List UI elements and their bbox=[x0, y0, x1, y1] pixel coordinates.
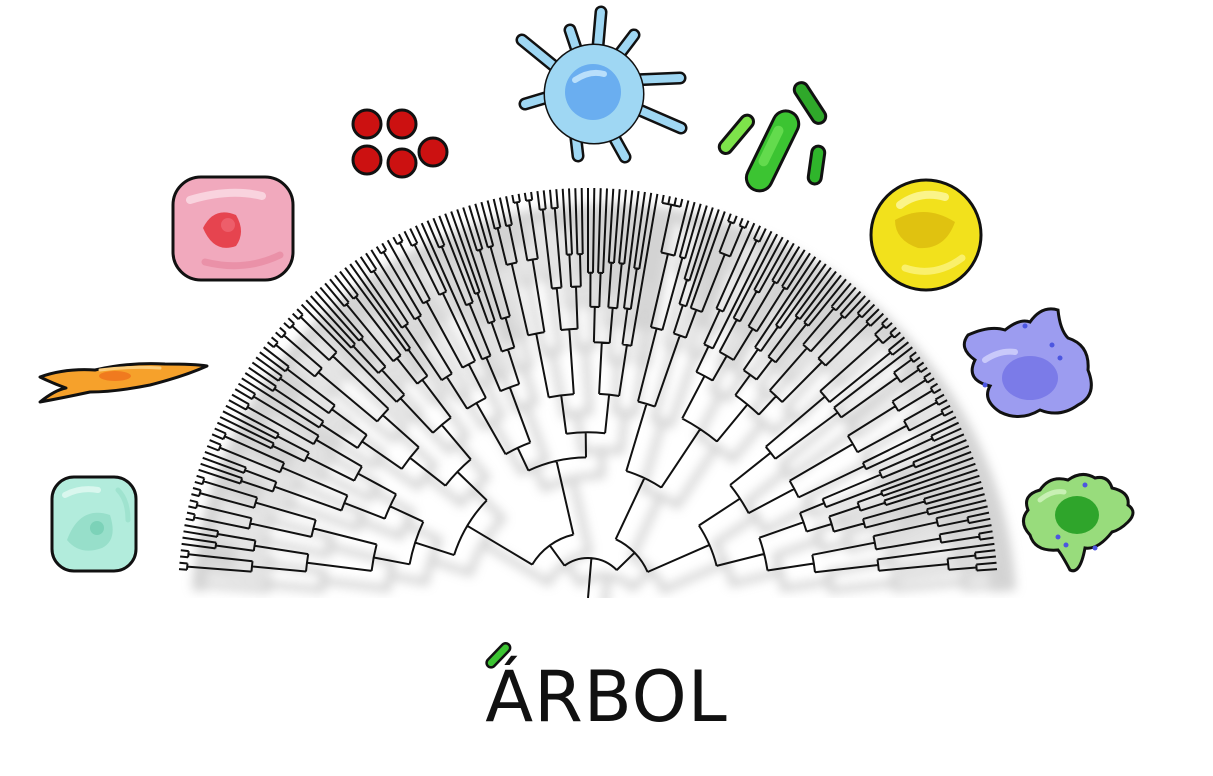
logo-title: ÁRBOL bbox=[485, 656, 728, 738]
red-blood-cells-icon bbox=[351, 108, 449, 179]
dendrogram-branches-shadow bbox=[191, 202, 1017, 620]
tree-baseline-mask bbox=[150, 598, 1050, 658]
bacteria-icon bbox=[717, 81, 828, 193]
title-accent-mark bbox=[485, 642, 512, 669]
purple-cell-icon bbox=[962, 307, 1093, 418]
fibroblast-cell-icon bbox=[38, 362, 209, 404]
dendritic-cell-icon bbox=[515, 5, 688, 164]
pink-cell-icon bbox=[171, 175, 295, 282]
dendrogram-tree bbox=[178, 187, 998, 599]
yellow-cell-icon bbox=[869, 178, 983, 292]
teal-cell-icon bbox=[50, 475, 138, 573]
dendrogram-branches bbox=[178, 187, 998, 599]
green-cell-icon bbox=[1022, 473, 1135, 573]
dendrogram-shadow bbox=[191, 202, 1017, 620]
